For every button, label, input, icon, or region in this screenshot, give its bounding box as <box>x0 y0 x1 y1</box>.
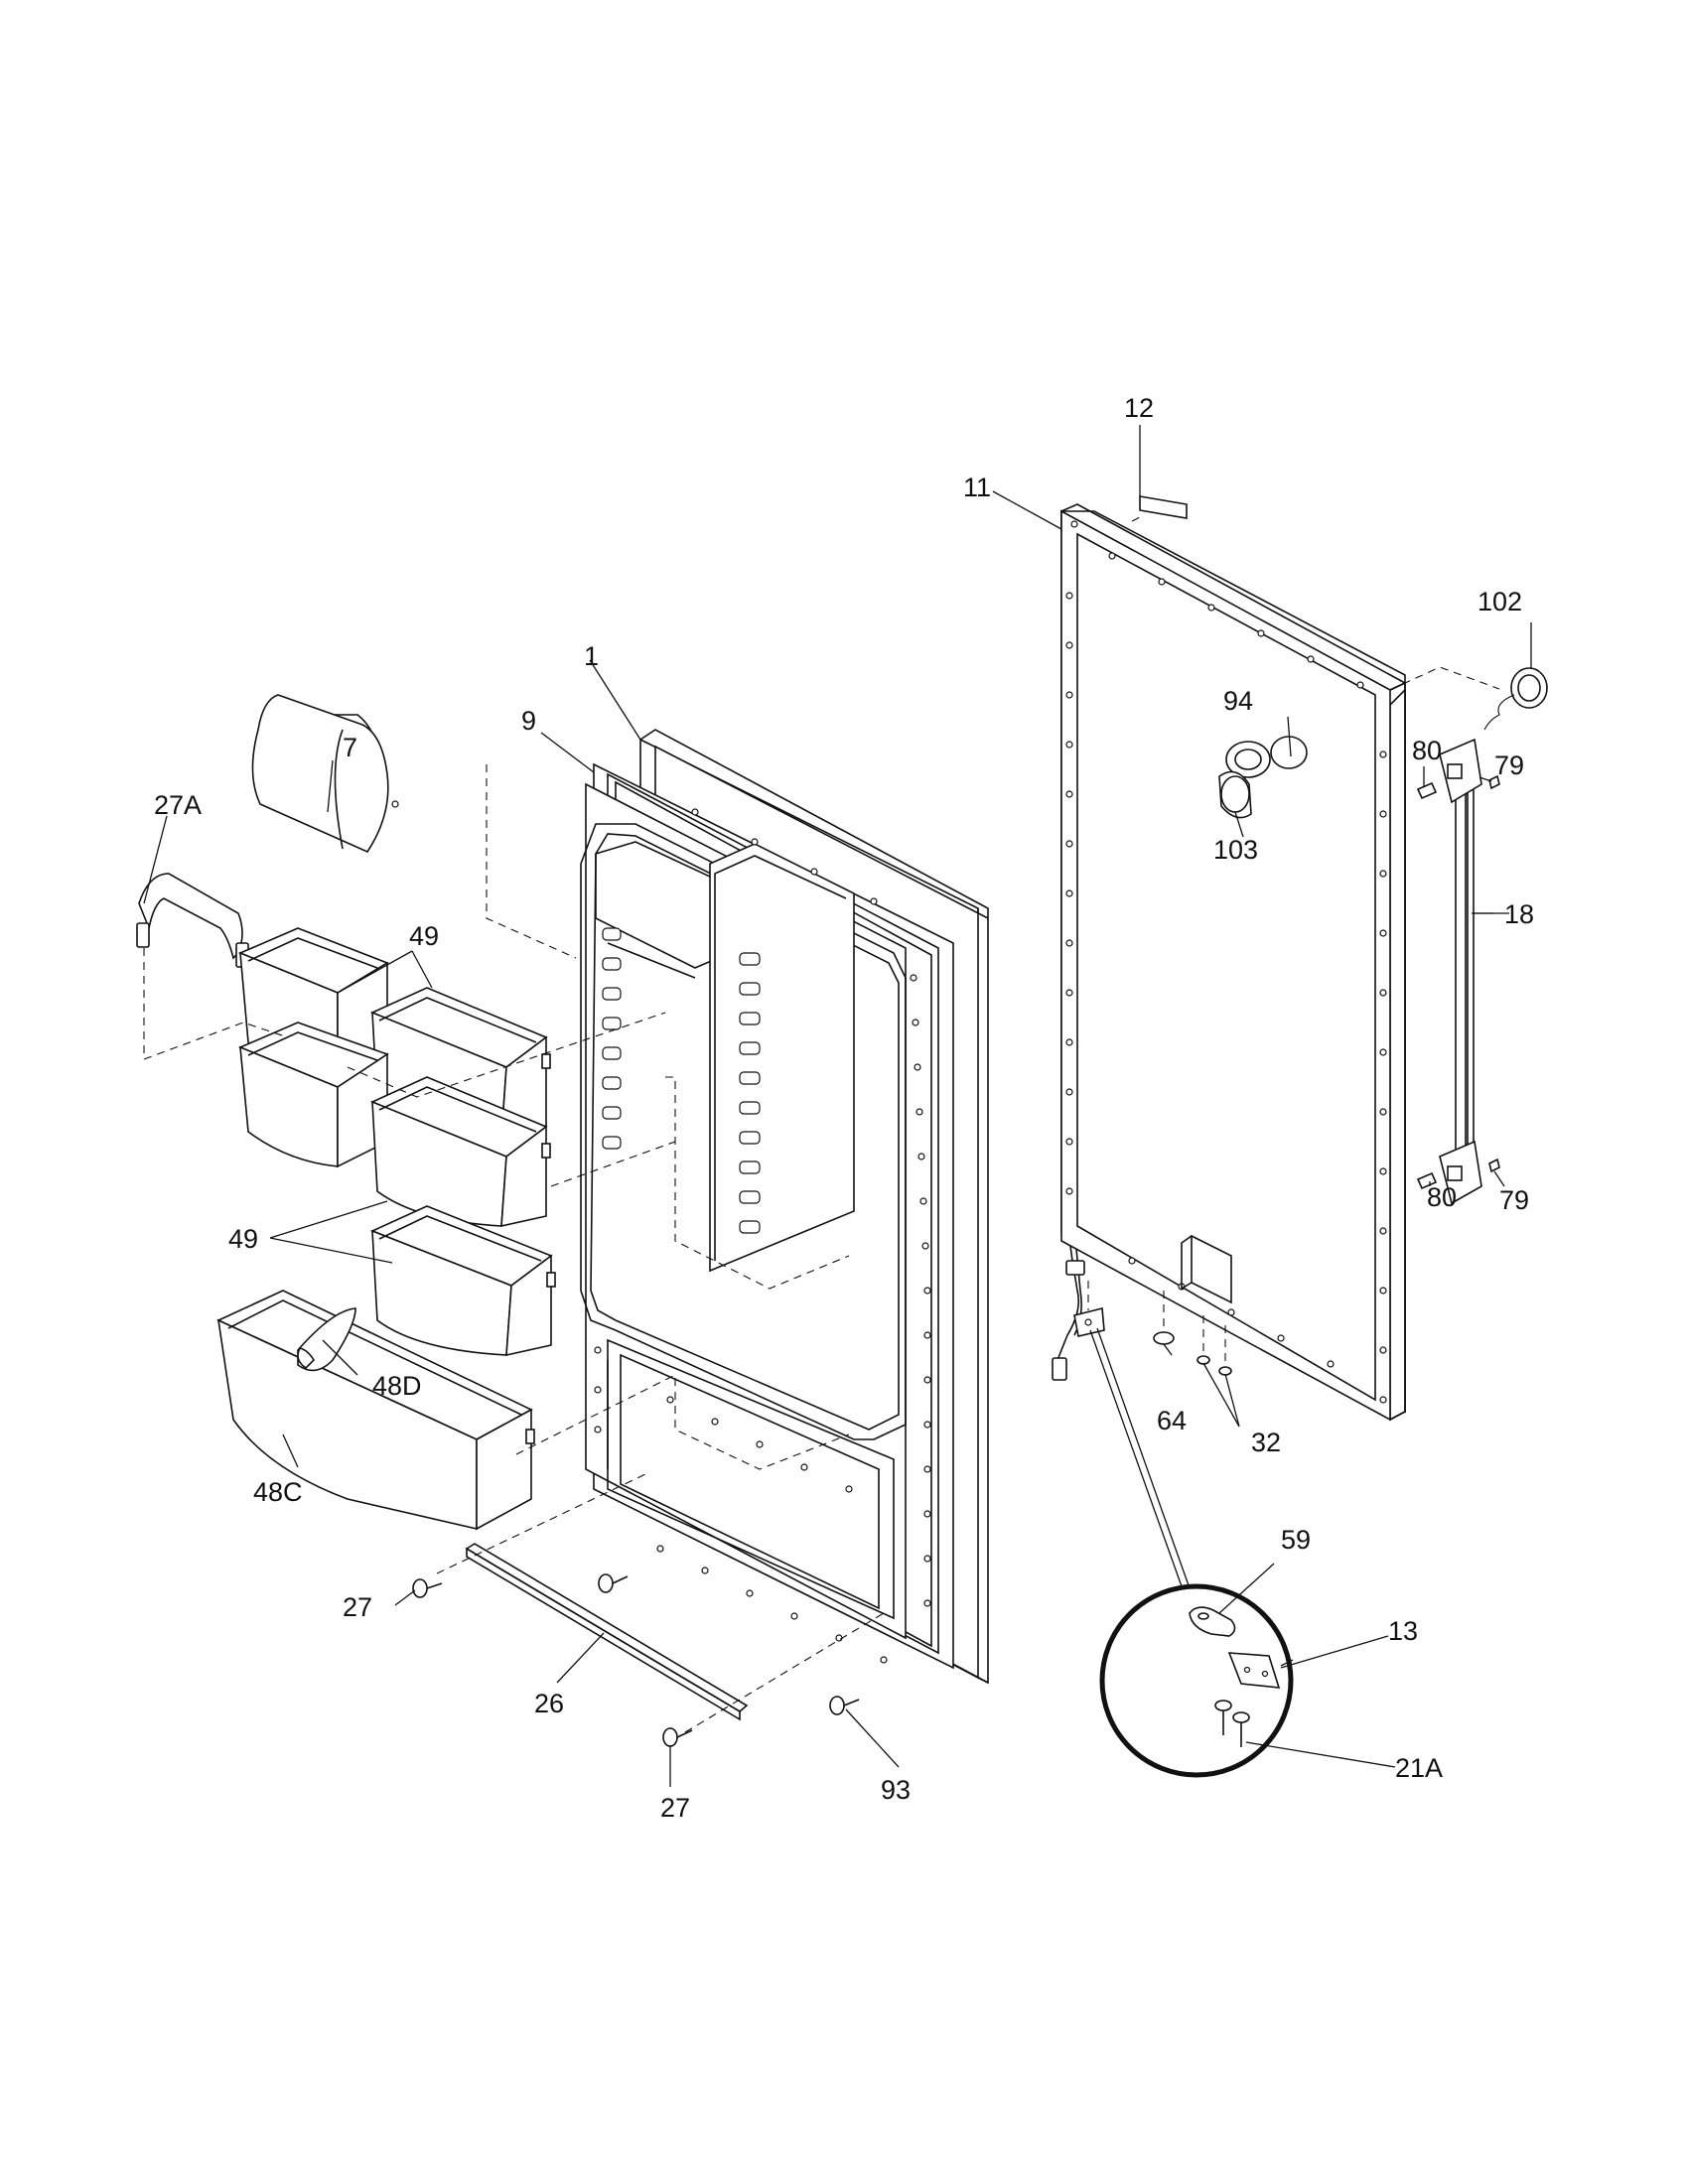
callout-13: 13 <box>1388 1616 1418 1646</box>
bin-divider <box>297 1307 356 1372</box>
callout-59: 59 <box>1281 1525 1311 1555</box>
trim-strip <box>465 1543 749 1721</box>
callout-9: 9 <box>521 706 536 736</box>
leader-lines <box>143 425 1532 1787</box>
callout-64: 64 <box>1157 1406 1187 1435</box>
hinge-bracket-small <box>1073 1306 1105 1337</box>
callout-48d: 48D <box>372 1371 422 1401</box>
callout-94: 94 <box>1223 686 1253 716</box>
screw-93 <box>829 1696 860 1715</box>
door-handle <box>1439 738 1482 1205</box>
shelf-studs-left <box>602 927 622 1150</box>
door-bin-lower-right <box>369 1205 556 1357</box>
wire-harness <box>1052 1245 1085 1381</box>
shelf-studs-right <box>739 952 761 1234</box>
callout-11: 11 <box>963 473 991 502</box>
screw-27-left <box>412 1578 443 1598</box>
callout-labels: 1 7 9 11 12 13 18 21A 26 27 27 27A 32 48… <box>154 393 1534 1823</box>
alignment-lines <box>143 515 1500 1733</box>
callout-26: 26 <box>534 1689 564 1718</box>
callout-32: 32 <box>1251 1428 1281 1457</box>
callout-80-bottom: 80 <box>1427 1182 1457 1212</box>
washers <box>1196 1355 1232 1376</box>
callout-79-top: 79 <box>1494 751 1524 780</box>
label-decal <box>1139 495 1188 519</box>
screw-27-center <box>598 1573 629 1593</box>
callout-103: 103 <box>1213 835 1258 865</box>
callout-1: 1 <box>584 641 599 671</box>
hinge-detail-view <box>1089 1327 1294 1778</box>
callout-93: 93 <box>881 1775 911 1805</box>
door-bin-large <box>216 1290 535 1531</box>
dairy-door-handle <box>136 873 249 968</box>
callout-27a: 27A <box>154 790 202 820</box>
callout-80-top: 80 <box>1412 736 1442 765</box>
callout-49-top: 49 <box>409 921 439 951</box>
lamp-bulb <box>1483 667 1548 731</box>
callout-27-bottom: 27 <box>660 1793 690 1823</box>
hinge-cutout <box>1181 1234 1232 1304</box>
handle-screws <box>1416 774 1500 1190</box>
inner-door-panel <box>580 782 931 1664</box>
liner-screw-holes <box>594 808 931 1664</box>
ring-washer <box>1153 1331 1175 1345</box>
outer-panel-screw-holes <box>1065 520 1387 1404</box>
callout-48c: 48C <box>253 1477 303 1507</box>
dairy-compartment-cover <box>251 694 399 854</box>
outer-door-panel <box>1060 503 1407 1422</box>
callout-21a: 21A <box>1395 1753 1443 1783</box>
callout-102: 102 <box>1477 587 1522 616</box>
callout-18: 18 <box>1504 899 1534 929</box>
callout-49-middle: 49 <box>228 1224 258 1254</box>
callout-7: 7 <box>343 733 357 762</box>
callout-27-left: 27 <box>343 1592 372 1622</box>
callout-79-bottom: 79 <box>1499 1185 1529 1215</box>
callout-12: 12 <box>1124 393 1154 423</box>
